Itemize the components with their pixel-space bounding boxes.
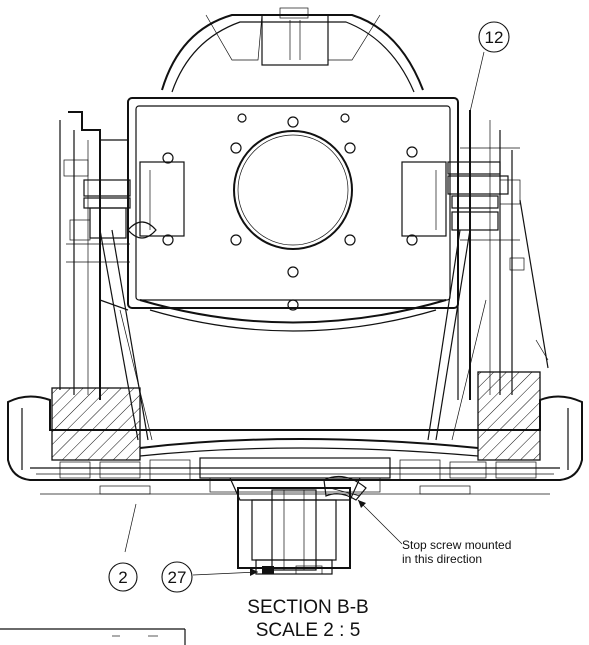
callout-leaders (124, 51, 485, 576)
note-line-1: Stop screw mounted (402, 538, 511, 552)
center-shaft (237, 475, 367, 575)
balloon-27: 27 (161, 561, 193, 593)
right-arm (427, 110, 549, 441)
stop-screw-note: Stop screw mounted in this direction (402, 538, 511, 566)
base (7, 371, 583, 501)
balloon-12-label: 12 (485, 28, 504, 47)
title-block-fragment (0, 628, 186, 645)
section-title-block: SECTION B-B SCALE 2 : 5 (247, 597, 368, 641)
note-line-2: in this direction (402, 552, 482, 566)
left-arm (59, 111, 157, 441)
balloon-27-label: 27 (168, 568, 187, 587)
section-scale: SCALE 2 : 5 (256, 620, 361, 641)
balloon-2-label: 2 (118, 568, 127, 587)
top-dome (161, 7, 424, 93)
balloon-2: 2 (108, 562, 138, 592)
head-plate (127, 97, 459, 332)
balloon-12: 12 (478, 21, 510, 53)
section-title: SECTION B-B (247, 597, 368, 618)
